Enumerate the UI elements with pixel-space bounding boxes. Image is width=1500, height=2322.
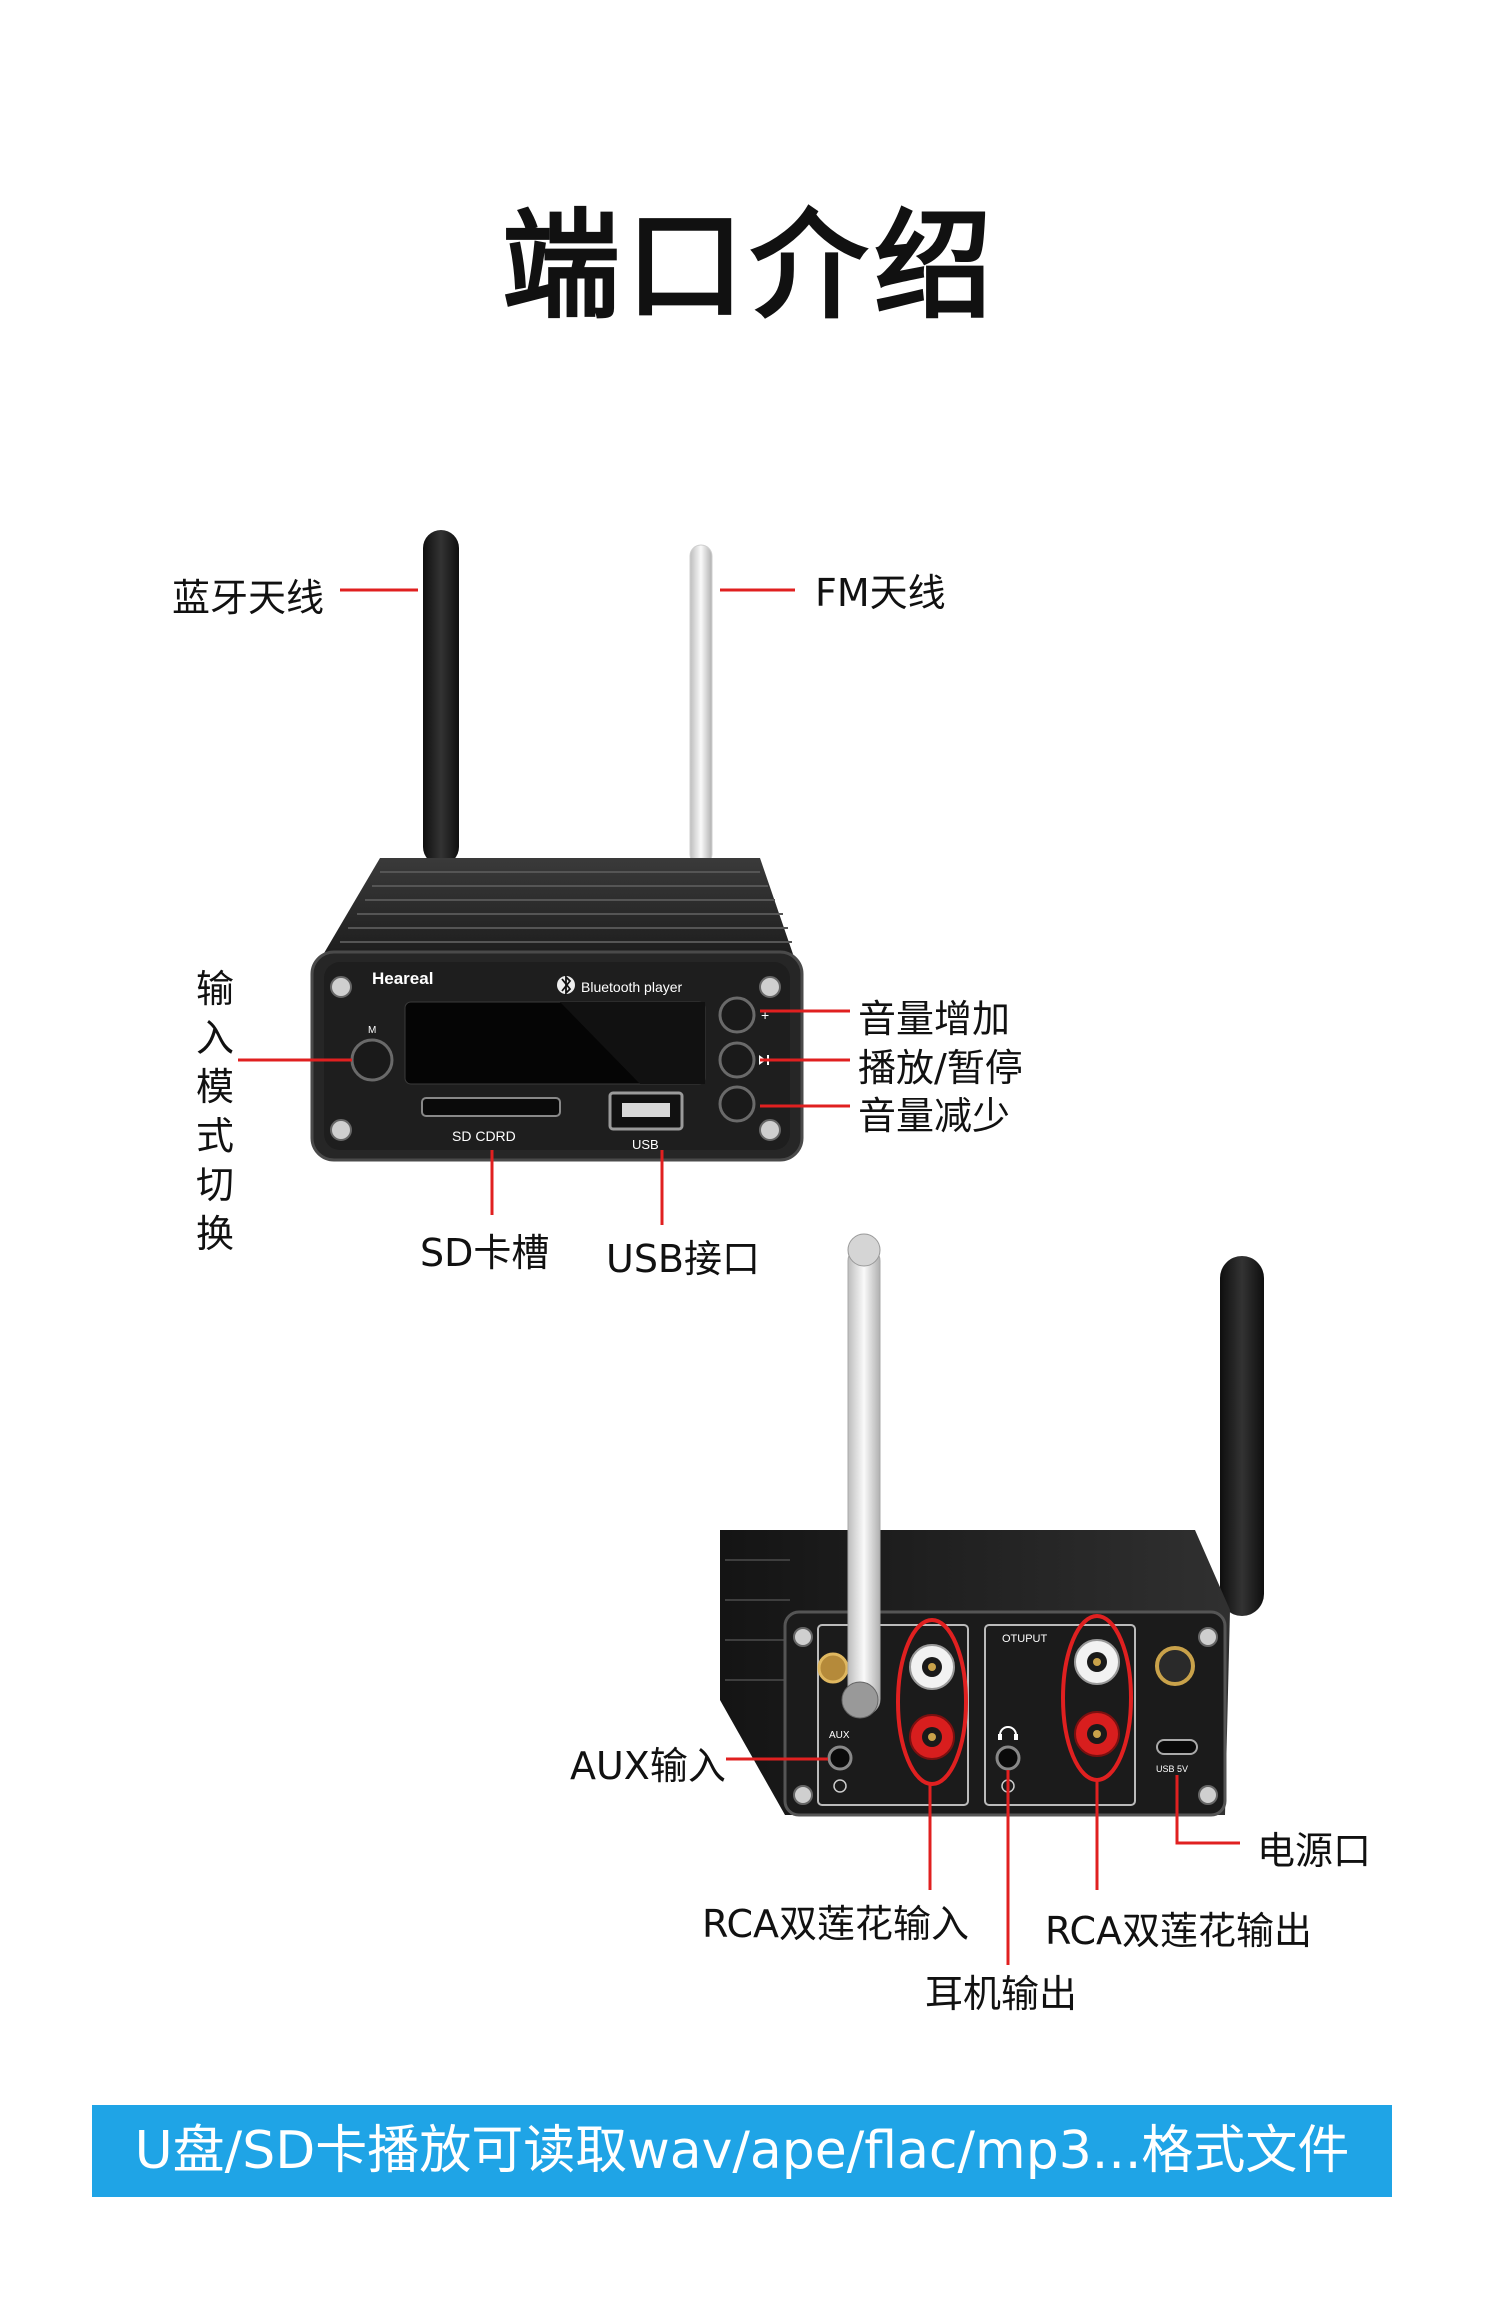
display-caption: Bluetooth player bbox=[581, 979, 683, 995]
label-volume-down: 音量减少 bbox=[858, 1094, 1011, 1138]
screw-icon bbox=[330, 1119, 352, 1141]
rear-callout-lines bbox=[726, 1757, 1240, 1965]
sd-slot-caption: SD CDRD bbox=[452, 1128, 516, 1144]
label-headphone-output: 耳机输出 bbox=[925, 1972, 1078, 2016]
usb-power-caption: USB 5V bbox=[1156, 1764, 1188, 1774]
label-aux-input: AUX输入 bbox=[570, 1744, 726, 1788]
aux-caption: AUX bbox=[829, 1730, 850, 1741]
usb-power-port[interactable] bbox=[1156, 1739, 1198, 1755]
label-play-pause: 播放/暂停 bbox=[858, 1046, 1023, 1090]
volume-down-button[interactable] bbox=[718, 1085, 756, 1123]
label-rca-output: RCA双莲花输出 bbox=[1045, 1909, 1313, 1953]
screw-icon bbox=[793, 1785, 813, 1805]
mode-button[interactable] bbox=[350, 1038, 394, 1082]
rear-device: OTUPUT AUX bbox=[720, 1233, 1264, 1817]
format-support-banner: U盘/SD卡播放可读取wav/ape/flac/mp3...格式文件 bbox=[92, 2105, 1392, 2197]
screw-icon bbox=[1198, 1785, 1218, 1805]
page-title: 端口介绍 bbox=[501, 197, 998, 335]
plus-glyph: + bbox=[761, 1007, 769, 1023]
label-fm-antenna: FM天线 bbox=[815, 571, 946, 615]
mode-button-caption: M bbox=[368, 1025, 376, 1036]
screw-icon bbox=[759, 1119, 781, 1141]
screw-icon bbox=[759, 976, 781, 998]
label-volume-up: 音量增加 bbox=[858, 997, 1011, 1041]
screw-icon bbox=[793, 1627, 813, 1647]
bluetooth-antenna-rear bbox=[1220, 1256, 1264, 1616]
volume-up-button[interactable] bbox=[718, 996, 756, 1034]
fm-antenna-rear bbox=[847, 1244, 881, 1716]
fm-antenna bbox=[689, 544, 713, 866]
label-power-port: 电源口 bbox=[1257, 1829, 1372, 1873]
screw-icon bbox=[330, 976, 352, 998]
output-section-caption: OTUPUT bbox=[1002, 1633, 1048, 1645]
label-usb-port: USB接口 bbox=[606, 1237, 761, 1281]
aux-input-jack[interactable] bbox=[827, 1745, 853, 1771]
label-sd-slot: SD卡槽 bbox=[420, 1231, 550, 1275]
front-callout-lines bbox=[238, 588, 850, 1225]
front-device: Heareal Bluetooth player M SD CDRD USB +… bbox=[310, 530, 804, 1162]
bluetooth-antenna bbox=[423, 530, 459, 865]
bluetooth-icon bbox=[557, 974, 575, 996]
screw-icon bbox=[1198, 1627, 1218, 1647]
headphone-icon bbox=[998, 1726, 1018, 1740]
brand-logo: Heareal bbox=[372, 969, 433, 988]
label-input-mode: 输入模式切换 bbox=[195, 967, 234, 1256]
rca-input-jacks[interactable] bbox=[909, 1644, 955, 1760]
usb-port-caption: USB bbox=[632, 1137, 659, 1152]
headphone-output-jack[interactable] bbox=[995, 1745, 1021, 1771]
play-pause-button[interactable] bbox=[718, 1041, 756, 1079]
label-bluetooth-antenna: 蓝牙天线 bbox=[172, 576, 325, 620]
label-rca-input: RCA双莲花输入 bbox=[702, 1902, 970, 1946]
rca-output-jacks[interactable] bbox=[1074, 1639, 1120, 1757]
sd-card-slot[interactable] bbox=[421, 1097, 561, 1117]
